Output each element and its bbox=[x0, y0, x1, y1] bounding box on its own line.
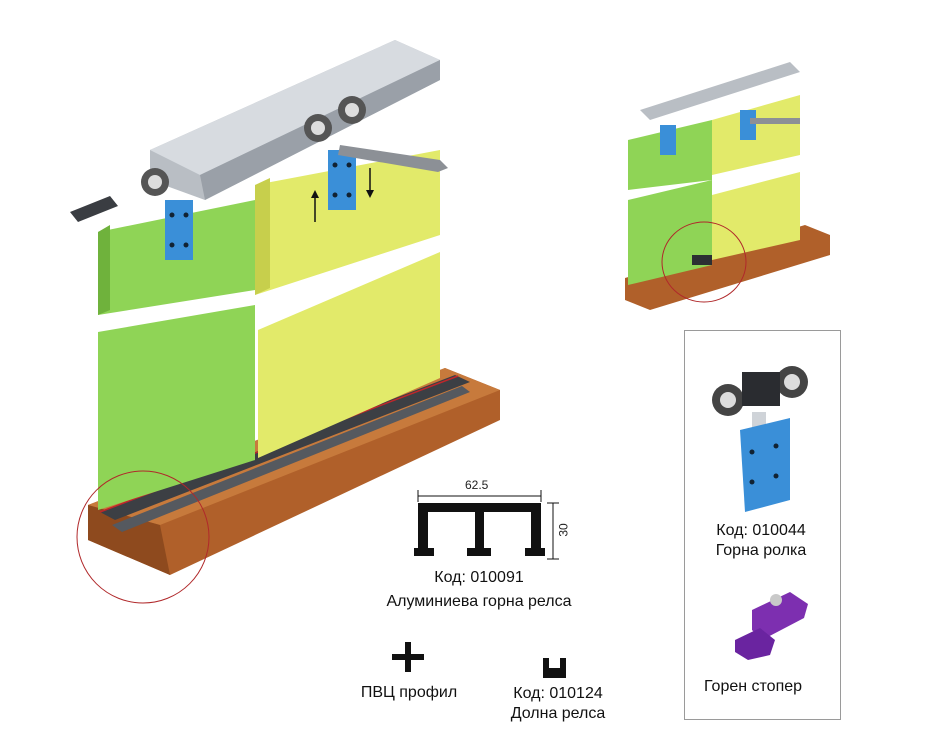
bottom-rail-code: Код: 010124 bbox=[513, 685, 603, 702]
bottom-rail-name: Долна релса bbox=[510, 705, 606, 722]
rail-height-dimension: 30 bbox=[556, 523, 571, 537]
small-door-illustration bbox=[625, 62, 830, 310]
top-rail-code: Код: 010091 bbox=[434, 569, 524, 586]
roller-carriage-left bbox=[141, 168, 193, 260]
top-rail-cross-section bbox=[414, 490, 559, 560]
top-rail-name: Алуминиева горна релса bbox=[386, 593, 572, 610]
rail-width-dimension: 62.5 bbox=[465, 478, 489, 492]
top-roller-product bbox=[712, 366, 808, 512]
pvc-profile-glyph bbox=[392, 642, 424, 672]
bottom-rail-glyph bbox=[543, 658, 566, 678]
end-stopper-left bbox=[70, 196, 118, 222]
top-stopper-label: Горен стопер bbox=[703, 678, 803, 695]
adjustment-arrows bbox=[311, 168, 374, 222]
bottom-rail-highlight-circle bbox=[76, 470, 210, 604]
roller-carriage-right bbox=[304, 96, 366, 210]
yellow-door-panel bbox=[255, 150, 440, 458]
top-roller-code: Код: 010044 bbox=[716, 522, 806, 539]
top-stopper-product bbox=[735, 592, 808, 660]
component-panel-frame bbox=[684, 330, 841, 720]
adjustment-spanner bbox=[338, 145, 448, 172]
top-roller-name: Горна ролка bbox=[715, 542, 807, 559]
pvc-profile-label: ПВЦ профил bbox=[360, 684, 458, 701]
